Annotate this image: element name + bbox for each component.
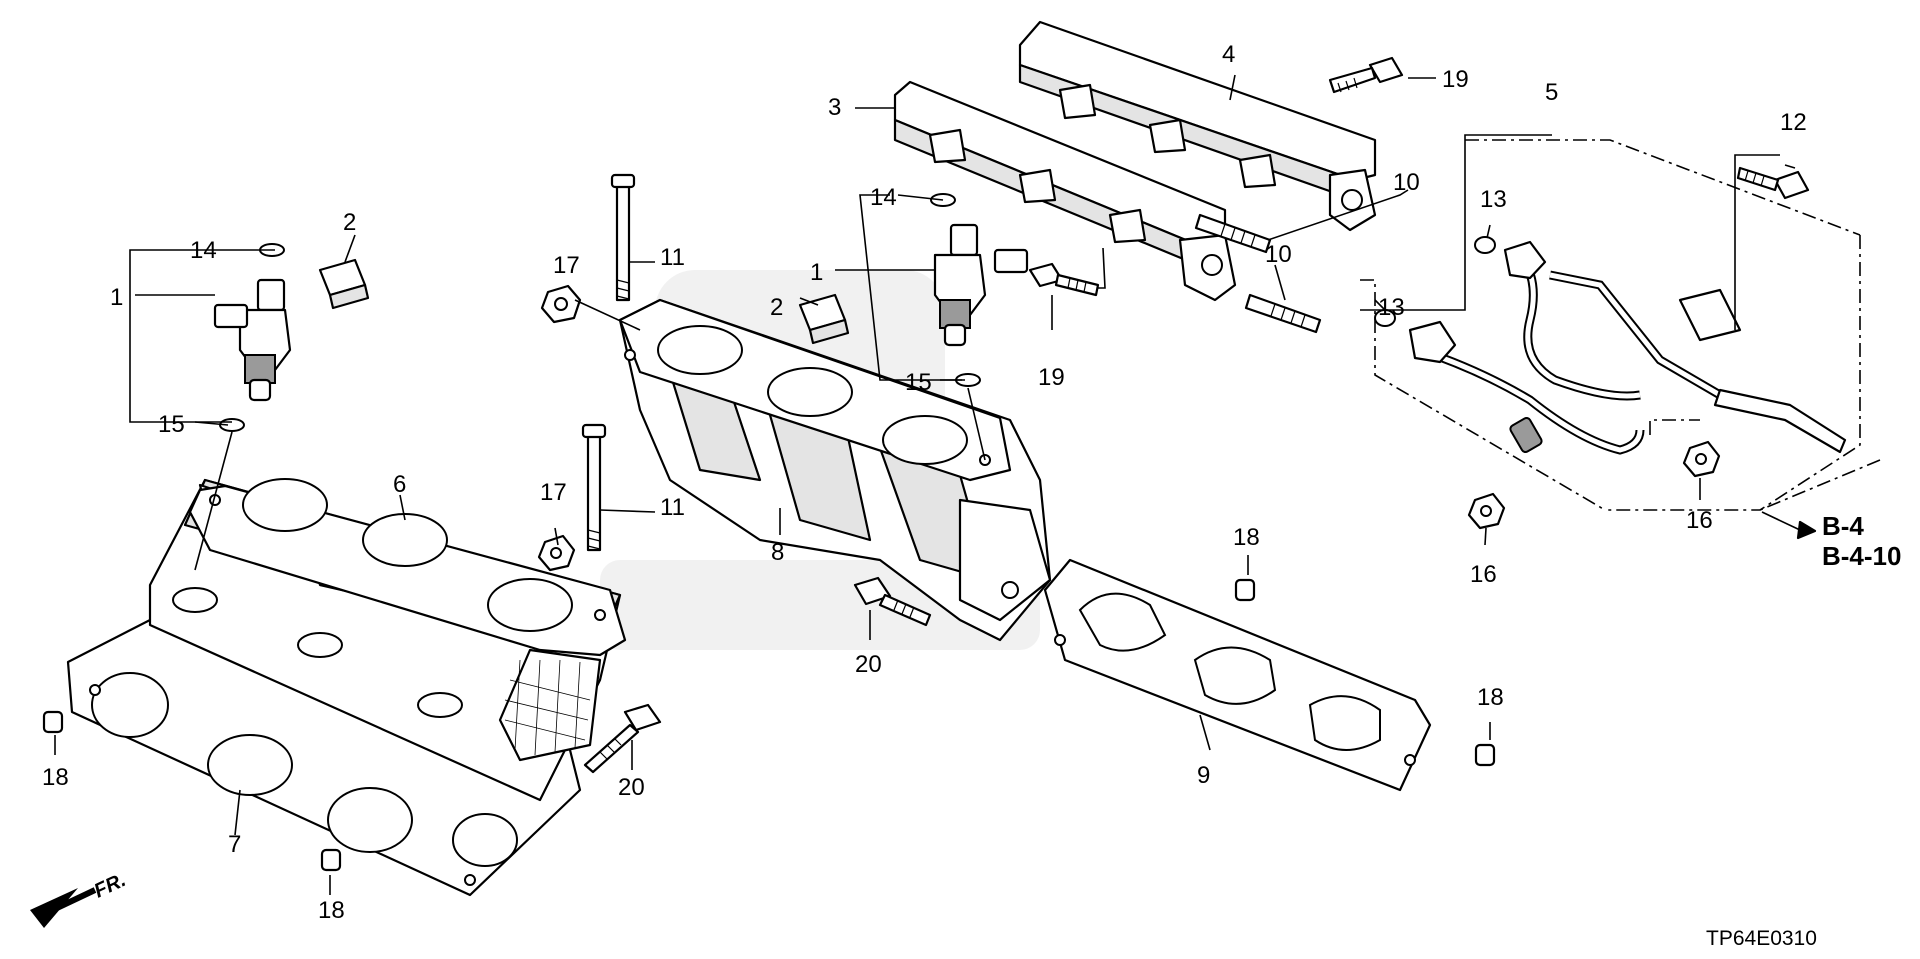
- stud-10-upper: [1194, 213, 1272, 254]
- callout-1-left: 1: [110, 284, 123, 311]
- bolt-19-center: [1028, 262, 1100, 297]
- fuel-injector-center: [933, 223, 1029, 347]
- intake-manifold-lower: [148, 478, 627, 802]
- callout-4: 4: [1222, 41, 1235, 68]
- callout-19-upper: 19: [1442, 66, 1469, 93]
- callout-7: 7: [228, 831, 241, 858]
- callout-13-upper: 13: [1480, 186, 1507, 213]
- callout-18-bottom: 18: [318, 897, 345, 924]
- bolt-20-left: [583, 703, 662, 774]
- callout-3: 3: [828, 94, 841, 121]
- leader-lines: [54, 74, 1881, 895]
- front-direction-label: FR.: [91, 869, 129, 903]
- callout-10-lower: 10: [1265, 241, 1292, 268]
- fuel-injector-left: [213, 278, 292, 402]
- nut-16-right: [1682, 440, 1721, 478]
- callout-2-left: 2: [343, 209, 356, 236]
- callout-18-upper-right: 18: [1233, 524, 1260, 551]
- stud-11-upper: [610, 173, 636, 302]
- callout-13-lower: 13: [1378, 294, 1405, 321]
- callout-20-left: 20: [618, 774, 645, 801]
- callout-9: 9: [1197, 762, 1210, 789]
- o-ring-13-upper: [1474, 236, 1496, 254]
- bolt-12: [1736, 166, 1810, 200]
- fuel-pipe-assembly: [1408, 240, 1847, 455]
- callout-1-center: 1: [810, 259, 823, 286]
- injector-clip-center: [798, 293, 850, 345]
- dowel-18-b: [320, 848, 342, 872]
- callout-17-upper: 17: [553, 252, 580, 279]
- callout-5: 5: [1545, 79, 1558, 106]
- dowel-18-d: [1474, 743, 1496, 767]
- fuel-rail-front: [893, 80, 1237, 302]
- callout-11-lower: 11: [660, 494, 685, 521]
- callout-20-center: 20: [855, 651, 882, 678]
- stud-11-lower: [581, 423, 607, 552]
- front-direction-arrow-icon: FR.: [30, 869, 129, 928]
- callout-18-left: 18: [42, 764, 69, 791]
- callout-6: 6: [393, 471, 406, 498]
- stud-10-lower: [1244, 293, 1322, 334]
- callout-labels: 1 1 2 2 3 4 5 6 7 8 9 10 10 11 11 12 13 …: [42, 41, 1807, 924]
- nut-17-lower: [537, 534, 576, 572]
- callout-15-left: 15: [158, 411, 185, 438]
- dowel-18-c: [1234, 578, 1256, 602]
- reference-b4[interactable]: B-4: [1822, 511, 1864, 541]
- reference-b4-10[interactable]: B-4-10: [1822, 541, 1901, 571]
- callout-18-right: 18: [1477, 684, 1504, 711]
- callout-14-center: 14: [870, 184, 897, 211]
- callout-17-lower: 17: [540, 479, 567, 506]
- nut-17-upper: [540, 284, 582, 324]
- callout-16-center: 16: [1470, 561, 1497, 588]
- callout-14-left: 14: [190, 237, 217, 264]
- callout-19-center: 19: [1038, 364, 1065, 391]
- bolt-19-upper: [1328, 56, 1404, 94]
- callout-16-right: 16: [1686, 507, 1713, 534]
- manifold-mesh-section: [498, 648, 602, 762]
- callout-11-upper: 11: [660, 244, 685, 271]
- dowel-18-a: [42, 710, 64, 734]
- diagram-code: TP64E0310: [1706, 927, 1817, 950]
- callout-15-center: 15: [905, 369, 932, 396]
- nut-16-center: [1467, 492, 1506, 530]
- callout-2-center: 2: [770, 294, 783, 321]
- intake-manifold-upper: [618, 298, 1052, 642]
- fuel-rail-rear: [1018, 20, 1377, 232]
- upper-manifold-gasket: [1043, 558, 1432, 792]
- callout-10-upper: 10: [1393, 169, 1420, 196]
- callout-8: 8: [771, 539, 784, 566]
- bolt-20-center: [853, 576, 932, 627]
- injector-clip-left: [318, 258, 370, 310]
- callout-12: 12: [1780, 109, 1807, 136]
